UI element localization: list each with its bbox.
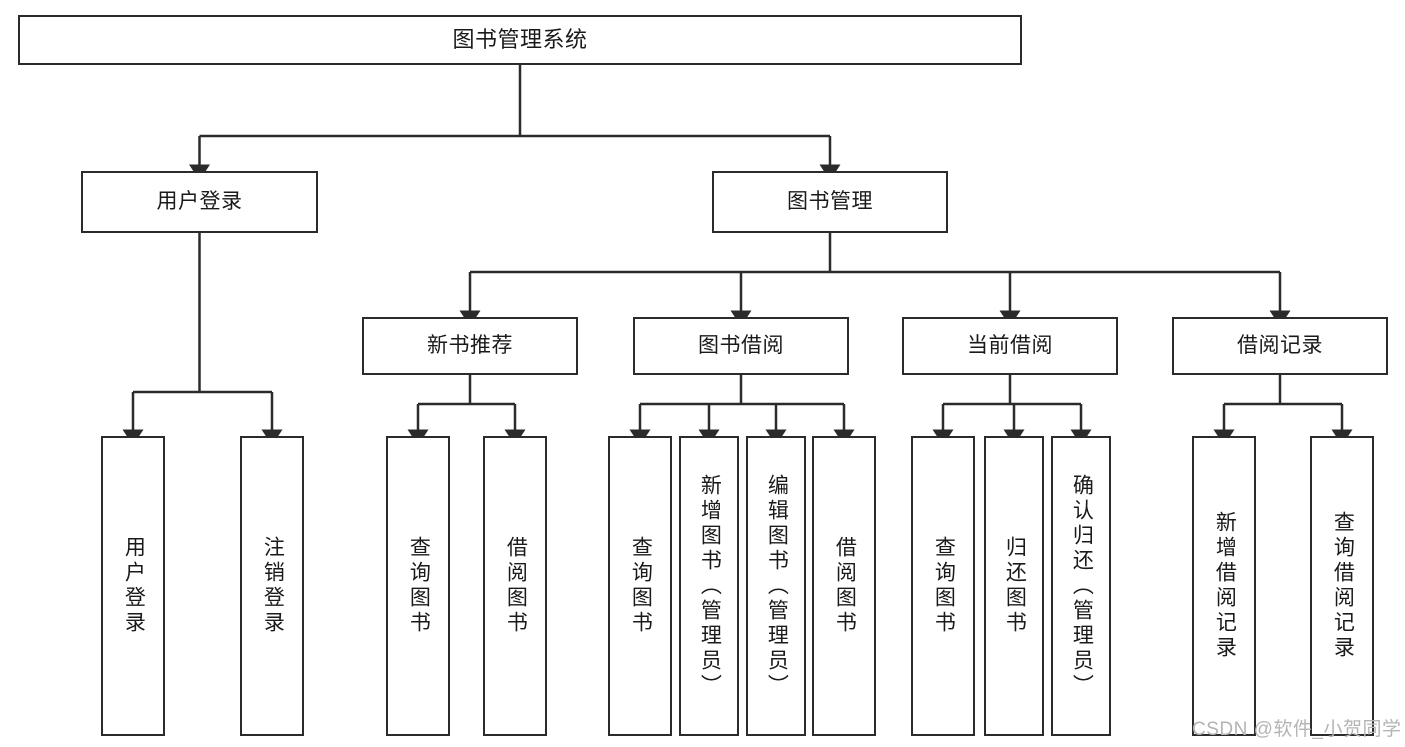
node-leaf-borrow-book-1[interactable]: 借阅图书: [483, 436, 547, 736]
node-book-borrow[interactable]: 图书借阅: [633, 317, 849, 375]
node-leaf-add-book[interactable]: 新增图书（管理员）: [679, 436, 739, 736]
node-leaf-logout[interactable]: 注销登录: [240, 436, 304, 736]
node-label-leaf-return-book: 归还图书: [1003, 536, 1027, 636]
node-leaf-query-book-3[interactable]: 查询图书: [911, 436, 975, 736]
node-label-leaf-query-record: 查询借阅记录: [1331, 511, 1355, 661]
node-leaf-edit-book[interactable]: 编辑图书（管理员）: [746, 436, 806, 736]
node-label-leaf-query-book-1: 查询图书: [407, 536, 431, 636]
node-label-leaf-borrow-book-1: 借阅图书: [504, 536, 528, 636]
node-label-leaf-logout: 注销登录: [261, 536, 285, 636]
node-leaf-return-book[interactable]: 归还图书: [984, 436, 1044, 736]
connector-lines: [122, 65, 1353, 446]
node-label-leaf-confirm-return: 确认归还（管理员）: [1070, 473, 1094, 699]
node-label-leaf-borrow-book-2: 借阅图书: [833, 536, 857, 636]
node-label-leaf-query-book-3: 查询图书: [932, 536, 956, 636]
node-leaf-query-record[interactable]: 查询借阅记录: [1310, 436, 1374, 736]
node-current-borrow[interactable]: 当前借阅: [902, 317, 1118, 375]
node-label-leaf-add-book: 新增图书（管理员）: [698, 473, 722, 699]
node-leaf-user-login[interactable]: 用户登录: [101, 436, 165, 736]
node-label-new-book-rec: 新书推荐: [427, 333, 513, 357]
node-new-book-rec[interactable]: 新书推荐: [362, 317, 578, 375]
node-label-root: 图书管理系统: [452, 27, 588, 53]
node-user-login[interactable]: 用户登录: [81, 171, 318, 233]
node-leaf-query-book-1[interactable]: 查询图书: [386, 436, 450, 736]
node-book-manage[interactable]: 图书管理: [712, 171, 948, 233]
node-root[interactable]: 图书管理系统: [18, 15, 1022, 65]
node-label-borrow-record: 借阅记录: [1237, 333, 1323, 357]
node-leaf-borrow-book-2[interactable]: 借阅图书: [812, 436, 876, 736]
node-label-leaf-query-book-2: 查询图书: [629, 536, 653, 636]
node-label-book-manage: 图书管理: [787, 189, 873, 213]
node-leaf-confirm-return[interactable]: 确认归还（管理员）: [1051, 436, 1111, 736]
node-label-book-borrow: 图书借阅: [698, 333, 784, 357]
node-label-user-login: 用户登录: [156, 189, 243, 213]
node-borrow-record[interactable]: 借阅记录: [1172, 317, 1388, 375]
node-label-leaf-add-record: 新增借阅记录: [1213, 511, 1237, 661]
node-label-leaf-user-login: 用户登录: [122, 536, 146, 636]
node-label-current-borrow: 当前借阅: [967, 333, 1053, 357]
node-label-leaf-edit-book: 编辑图书（管理员）: [765, 473, 789, 699]
node-leaf-add-record[interactable]: 新增借阅记录: [1192, 436, 1256, 736]
node-leaf-query-book-2[interactable]: 查询图书: [608, 436, 672, 736]
